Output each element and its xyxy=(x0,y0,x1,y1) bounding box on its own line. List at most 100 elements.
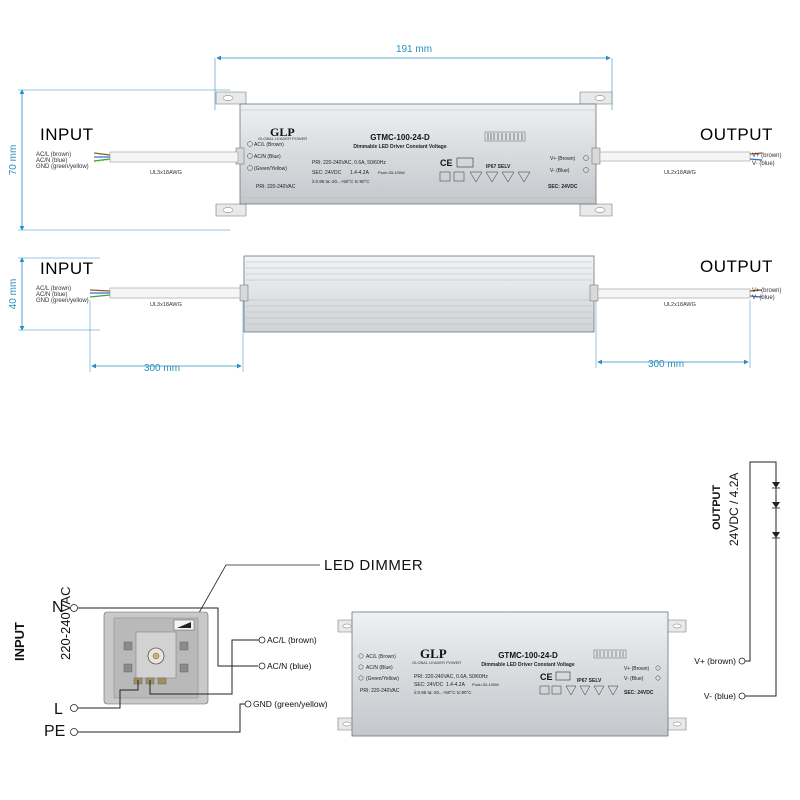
wiring-sec-current: 1.4-4.2A xyxy=(446,682,466,688)
mount-hole xyxy=(594,95,606,101)
top-output-wire-vminus: V- (blue) xyxy=(752,161,775,167)
led-dimmer-label: LED DIMMER xyxy=(324,557,423,574)
heat-sink-fins xyxy=(246,261,592,325)
pe-terminal xyxy=(70,728,78,736)
ce-mark-icon: CE xyxy=(440,158,453,168)
wiring-power-range: Pout=33-100W xyxy=(472,682,499,687)
model-number: GTMC-100-24-D xyxy=(370,133,430,142)
led-load-loop xyxy=(745,461,777,697)
side-view: 40 mm INPUT OUTPUT AC/L (brown) AC/N (bl… xyxy=(8,255,782,374)
thermal-warning-icon xyxy=(469,171,483,183)
wire-dimmer-to-acl xyxy=(149,639,260,695)
model-subtitle-wiring: Dimmable LED Driver Constant Voltage xyxy=(481,662,574,668)
brand-subtitle: GLOBAL LEADER POWER xyxy=(258,136,307,141)
wiring-terminal-vminus: V- (Blue) xyxy=(624,676,644,682)
side-output-cable xyxy=(597,288,763,299)
pe-terminal-label: PE xyxy=(44,723,65,740)
l-terminal-label: L xyxy=(54,701,63,718)
wiring-terminal-vplus: V+ (Brown) xyxy=(624,666,649,672)
mount-hole xyxy=(594,207,606,213)
top-input-cable-label: UL3x18AWG xyxy=(150,170,182,176)
l-terminal xyxy=(70,704,78,712)
ip67-icon: IP67 SELV xyxy=(577,678,602,684)
side-output-cable-label: UL2x18AWG xyxy=(664,302,696,308)
side-input-gland xyxy=(239,284,249,302)
dimmer-leader-line xyxy=(195,564,320,619)
height-dimension-label: 70 mm xyxy=(8,145,19,176)
wiring-sec-short: SEC: 24VDC xyxy=(624,690,654,696)
vplus-wire-label: V+ (brown) xyxy=(694,656,736,666)
driver-housing-top xyxy=(239,103,597,205)
wiring-output-voltage: 24VDC / 4.2A xyxy=(727,473,741,546)
lamp-rating-icon xyxy=(456,157,474,168)
wiring-pri-short: PRI: 220-240VAC xyxy=(360,688,400,694)
terminal-gnd: (Green/Yellow) xyxy=(254,166,287,172)
top-input-wire-acl: AC/L (brown) xyxy=(36,152,71,158)
wiring-input-title: INPUT xyxy=(12,622,27,661)
wiring-sec-rating: SEC: 24VDC xyxy=(414,682,444,688)
wiring-schematic: INPUT 220-240VAC N L PE LED DIMMER xyxy=(12,461,780,740)
label-plate-top: GLP GLOBAL LEADER POWER GTMC-100-24-D Di… xyxy=(247,125,589,190)
top-input-cable xyxy=(93,151,239,163)
vminus-wire-label: V- (blue) xyxy=(704,691,736,701)
top-output-cable xyxy=(599,151,763,162)
wiring-input-voltage: 220-240VAC xyxy=(58,587,73,660)
side-output-wire-vminus: V- (blue) xyxy=(752,295,775,301)
wiring-pri-rating: PRI: 220-240VAC, 0.6A, 50/60Hz xyxy=(414,674,488,680)
sec-current: 1.4-4.2A xyxy=(350,170,370,176)
mount-hole xyxy=(222,95,234,101)
pri-short: PRI: 220-240VAC xyxy=(256,184,296,190)
brand-subtitle-wiring: GLOBAL LEADER POWER xyxy=(412,660,461,665)
acl-wire-label: AC/L (brown) xyxy=(267,635,317,645)
terminal-acn: AC/N (Blue) xyxy=(254,154,281,160)
terminal-acl: AC/L (Brown) xyxy=(254,142,284,148)
model-subtitle: Dimmable LED Driver Constant Voltage xyxy=(353,144,446,150)
side-input-cable xyxy=(89,287,241,299)
model-number-wiring: GTMC-100-24-D xyxy=(498,651,558,660)
wiring-output-title: OUTPUT xyxy=(711,485,723,531)
top-output-title: OUTPUT xyxy=(700,125,773,144)
ip67-icon: IP67 SELV xyxy=(486,164,511,170)
side-input-cable-label: UL3x18AWG xyxy=(150,302,182,308)
wiring-terminal-acn: AC/N (Blue) xyxy=(366,665,393,671)
top-input-wire-acn: AC/N (blue) xyxy=(36,158,67,164)
gnd-wire-label: GND (green/yellow) xyxy=(253,699,328,709)
led-diode-icon xyxy=(772,482,780,539)
barcode xyxy=(484,131,526,142)
side-output-title: OUTPUT xyxy=(700,257,773,276)
input-cable-length-label: 300 mm xyxy=(144,363,180,374)
glp-logo-icon: GLP xyxy=(420,646,447,661)
driver-housing-wiring xyxy=(351,611,669,737)
side-input-wire-acl: AC/L (brown) xyxy=(36,286,71,292)
n-terminal xyxy=(70,604,78,612)
top-view: 191 mm 70 mm GLP GLOBAL LEADER POWER GTM… xyxy=(8,44,782,231)
top-input-title: INPUT xyxy=(40,125,94,144)
driver-housing-side xyxy=(243,255,595,333)
side-output-gland xyxy=(589,284,599,302)
top-input-wire-gnd: GND (green/yellow) xyxy=(36,164,89,170)
thermal-warning-icon xyxy=(565,685,577,696)
terminal-vminus: V- (Blue) xyxy=(550,168,570,174)
top-output-wire-vplus: V+ (brown) xyxy=(752,153,782,159)
pri-rating: PRI: 220-240VAC, 0.6A, 50/60Hz xyxy=(312,160,386,166)
side-input-wire-acn: AC/N (blue) xyxy=(36,292,67,298)
side-height-dimension-label: 40 mm xyxy=(8,279,19,310)
wire-n-to-acn xyxy=(78,607,258,667)
top-output-cable-label: UL2x18AWG xyxy=(664,170,696,176)
terminal-vplus: V+ (Brown) xyxy=(550,156,575,162)
barcode xyxy=(593,649,627,659)
wiring-terminal-gnd: (Green/Yellow) xyxy=(366,676,399,682)
side-input-wire-gnd: GND (green/yellow) xyxy=(36,298,89,304)
output-cable-length-label: 300 mm xyxy=(648,359,684,370)
wiring-pf-temp: λ:0.95 ta:-20...+50°C tc:90°C xyxy=(414,690,472,695)
lamp-rating-icon xyxy=(555,671,571,681)
mount-hole xyxy=(222,207,234,213)
pf-temp: λ:0.95 ta:-20...+50°C tc:90°C xyxy=(312,179,370,184)
wiring-terminal-acl: AC/L (Brown) xyxy=(366,654,396,660)
ce-mark-icon: CE xyxy=(540,672,553,682)
n-terminal-label: N xyxy=(52,599,64,616)
glp-logo-icon: GLP xyxy=(270,125,295,139)
sec-rating: SEC: 24VDC xyxy=(312,170,342,176)
output-gland xyxy=(591,147,601,165)
